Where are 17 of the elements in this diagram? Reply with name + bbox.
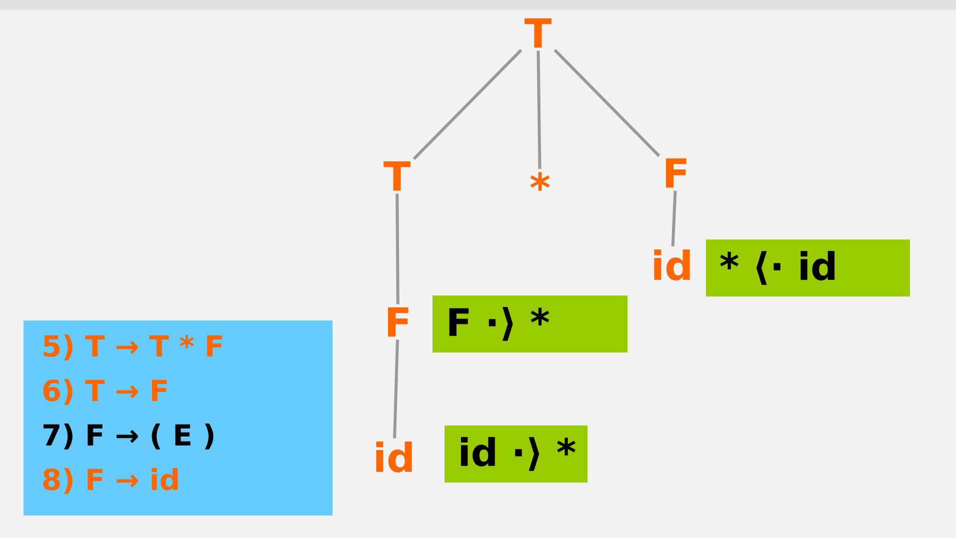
tree-symbol: id <box>376 442 412 472</box>
tree-branch <box>396 194 400 304</box>
tree-branch <box>536 50 542 169</box>
tree-branch <box>671 190 677 246</box>
tree-symbol: T <box>524 18 552 48</box>
tree-symbol: * <box>530 172 550 191</box>
tree-symbol: F <box>666 158 686 188</box>
tree-branch <box>554 49 660 157</box>
tree-symbol: T <box>384 161 410 191</box>
grammar-rules-box: 5) T → T * F 6) T → F 7) F → ( E ) 8) F → id <box>24 320 332 516</box>
tree-branch <box>412 49 522 160</box>
relation-box: * ⟨· id <box>706 240 910 296</box>
tree-branch <box>393 340 399 438</box>
relation-box: F ·⟩ * <box>432 296 628 352</box>
tree-symbol: F <box>388 307 408 337</box>
relation-box: id ·⟩ * <box>444 425 588 482</box>
tree-symbol: id <box>654 250 690 280</box>
